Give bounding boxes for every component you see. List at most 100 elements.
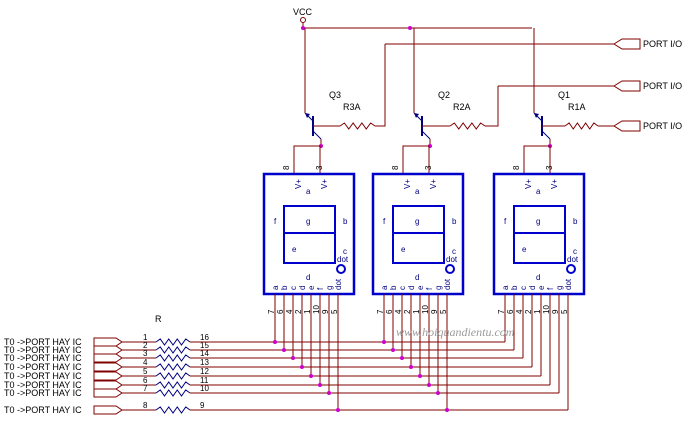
transistor-arrow [414,113,419,118]
display-bottom-label: d [407,286,416,290]
display-pin-number: 4 [394,309,403,314]
input-connector [93,353,123,363]
display-bottom-label: a [271,285,280,290]
segment-label-c: c [452,247,456,256]
display-pin-number: 10 [312,305,321,314]
display-bottom-label: g [434,286,443,290]
junction-dot [282,348,286,352]
display-pin-number: 6 [506,309,515,314]
port-io-connector [613,38,641,50]
junction-dot [327,391,331,395]
segment-label-dot: dot [567,255,579,264]
port-io-label: PORT I/O [643,39,682,49]
display-pin-number: 8 [391,165,400,170]
display-pin-number: 10 [421,305,430,314]
decimal-point [445,264,455,274]
base-resistor [339,122,376,130]
segment-label-a: a [306,187,311,196]
bank-pin-number: 5 [143,367,148,376]
display-pin-number: 9 [321,309,330,314]
display-bottom-label: a [501,285,510,290]
junction-dot [382,340,386,344]
input-connector [93,380,123,390]
base-to-port-wire [485,86,499,127]
segment-label-g: g [415,217,419,226]
segment-label-e: e [292,245,297,254]
segment-label-c: c [343,247,347,256]
display-vplus-label: V+ [429,179,438,189]
display-pin-number: 10 [542,305,551,314]
base-resistor [449,122,486,130]
input-label: T0 ->PORT HAY IC [4,362,82,372]
junction-dot [400,356,404,360]
input-connector [93,345,123,355]
segment-lower [392,232,445,264]
display-bottom-label: g [325,286,334,290]
display-pin-number: 2 [403,309,412,314]
display-bottom-label: f [316,287,325,290]
segment-label-e: e [401,245,406,254]
watermark-text: www.hoiquandientu.com [396,325,515,339]
input-label: T0 ->PORT HAY IC [4,388,82,398]
segment-label-g: g [536,217,540,226]
input-connector [93,371,123,381]
junction-dot [273,340,277,344]
display-pin-number: 6 [385,309,394,314]
display-bottom-label: dot [334,278,343,290]
transistor-label: Q1 [558,90,570,100]
segment-label-f: f [383,217,386,226]
display-bottom-label: dot [443,278,452,290]
display-bottom-label: f [546,287,555,290]
bank-pin-number: 16 [200,333,209,342]
input-connector [93,405,123,415]
bank-resistor [155,346,191,354]
display-pin-number: 9 [551,309,560,314]
display-bottom-label: e [537,285,546,290]
bank-resistor [155,389,191,397]
display-bottom-label: c [398,286,407,290]
junction-dot [409,365,413,369]
display-pin-number: 3 [315,165,324,170]
bank-resistor [155,381,191,389]
resistor-label: R1A [568,102,586,112]
segment-label-b: b [343,217,348,226]
segment-label-c: c [573,247,577,256]
bank-resistor [155,363,191,371]
bank-pin-number: 15 [200,341,209,350]
display-bottom-label: e [307,285,316,290]
display-pin-number: 7 [376,309,385,314]
display-bottom-label: d [528,286,537,290]
input-connector [93,388,123,398]
display-vplus-label: V+ [403,179,412,189]
bank-pin-number: 13 [200,358,209,367]
port-io-connector [613,80,641,92]
segment-label-a: a [415,187,420,196]
port-io-label: PORT I/O [643,121,682,131]
collector-to-vplus [293,145,321,174]
segment-label-b: b [452,217,457,226]
port-io-connector [613,120,641,132]
display-pin-number: 1 [412,309,421,314]
junction-dot [391,348,395,352]
display-bottom-label: g [555,286,564,290]
transistor-collector [541,130,551,140]
junction-dot [318,383,322,387]
display-bottom-label: b [280,285,289,290]
decimal-point [566,264,576,274]
display-vplus-label: V+ [550,179,559,189]
input-label: T0 ->PORT HAY IC [4,380,82,390]
transistor-collector [312,130,322,140]
display-pin-number: 5 [560,309,569,314]
vcc-terminal [300,17,306,23]
segment-label-d: d [415,273,419,282]
junction-dot [408,26,412,30]
segment-label-d: d [306,273,310,282]
bank-pin-number: 9 [200,401,205,410]
transistor-collector [421,130,431,140]
bank-pin-number: 8 [143,401,148,410]
junction-dot [301,26,305,30]
bank-pin-number: 2 [143,341,148,350]
display-pin-number: 3 [424,165,433,170]
